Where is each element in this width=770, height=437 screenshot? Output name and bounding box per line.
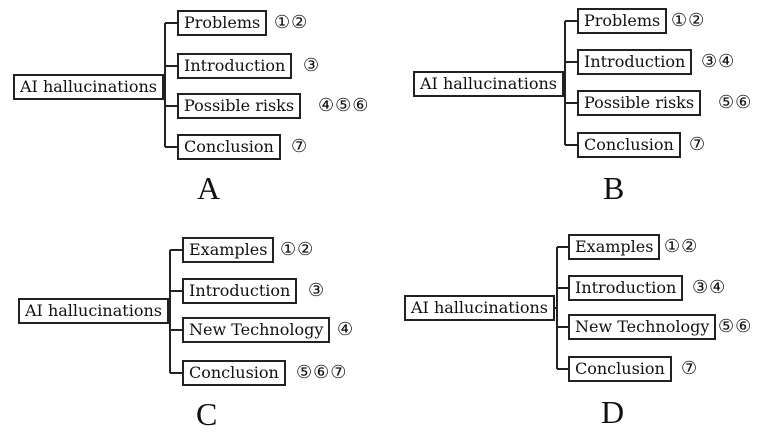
branch-box: Problems [577,8,668,34]
paragraph-numbers: ⑤⑥⑦ [296,362,348,383]
paragraph-numbers: ①② [664,236,699,257]
branch-box: Examples [568,234,661,260]
paragraph-numbers: ③ [303,55,321,76]
paragraph-numbers: ④⑤⑥ [318,95,370,116]
paragraph-numbers: ⑤⑥ [718,316,753,337]
option-letter: C [196,396,218,432]
paragraph-numbers: ①② [274,12,309,33]
branch-box: Introduction [568,275,684,301]
branch-box: New Technology [182,317,331,343]
branch-box: Possible risks [577,90,702,116]
branch-box: Examples [182,237,275,263]
option-letter: D [601,394,625,430]
option-letter: A [197,170,221,206]
branch-box: Introduction [577,49,693,75]
branch-box: Introduction [177,53,293,79]
paragraph-numbers: ①② [280,239,315,260]
root-box: AI hallucinations [18,298,169,324]
branch-box: Conclusion [177,134,281,160]
root-box: AI hallucinations [413,71,564,97]
branch-box: Conclusion [577,132,681,158]
root-box: AI hallucinations [404,295,555,321]
paragraph-numbers: ⑤⑥ [718,92,753,113]
branch-box: Introduction [182,278,298,304]
branch-box: Problems [177,10,268,36]
paragraph-numbers: ③④ [701,51,736,72]
paragraph-numbers: ③④ [692,277,727,298]
paragraph-numbers: ⑦ [291,136,309,157]
paragraph-numbers: ⑦ [689,134,707,155]
option-letter: B [603,170,625,206]
paragraph-numbers: ①② [671,10,706,31]
branch-box: New Technology [568,314,717,340]
branch-box: Conclusion [568,356,672,382]
paragraph-numbers: ④ [337,319,355,340]
root-box: AI hallucinations [13,74,164,100]
paragraph-numbers: ③ [308,280,326,301]
branch-box: Conclusion [182,360,286,386]
paragraph-numbers: ⑦ [681,358,699,379]
branch-box: Possible risks [177,93,302,119]
